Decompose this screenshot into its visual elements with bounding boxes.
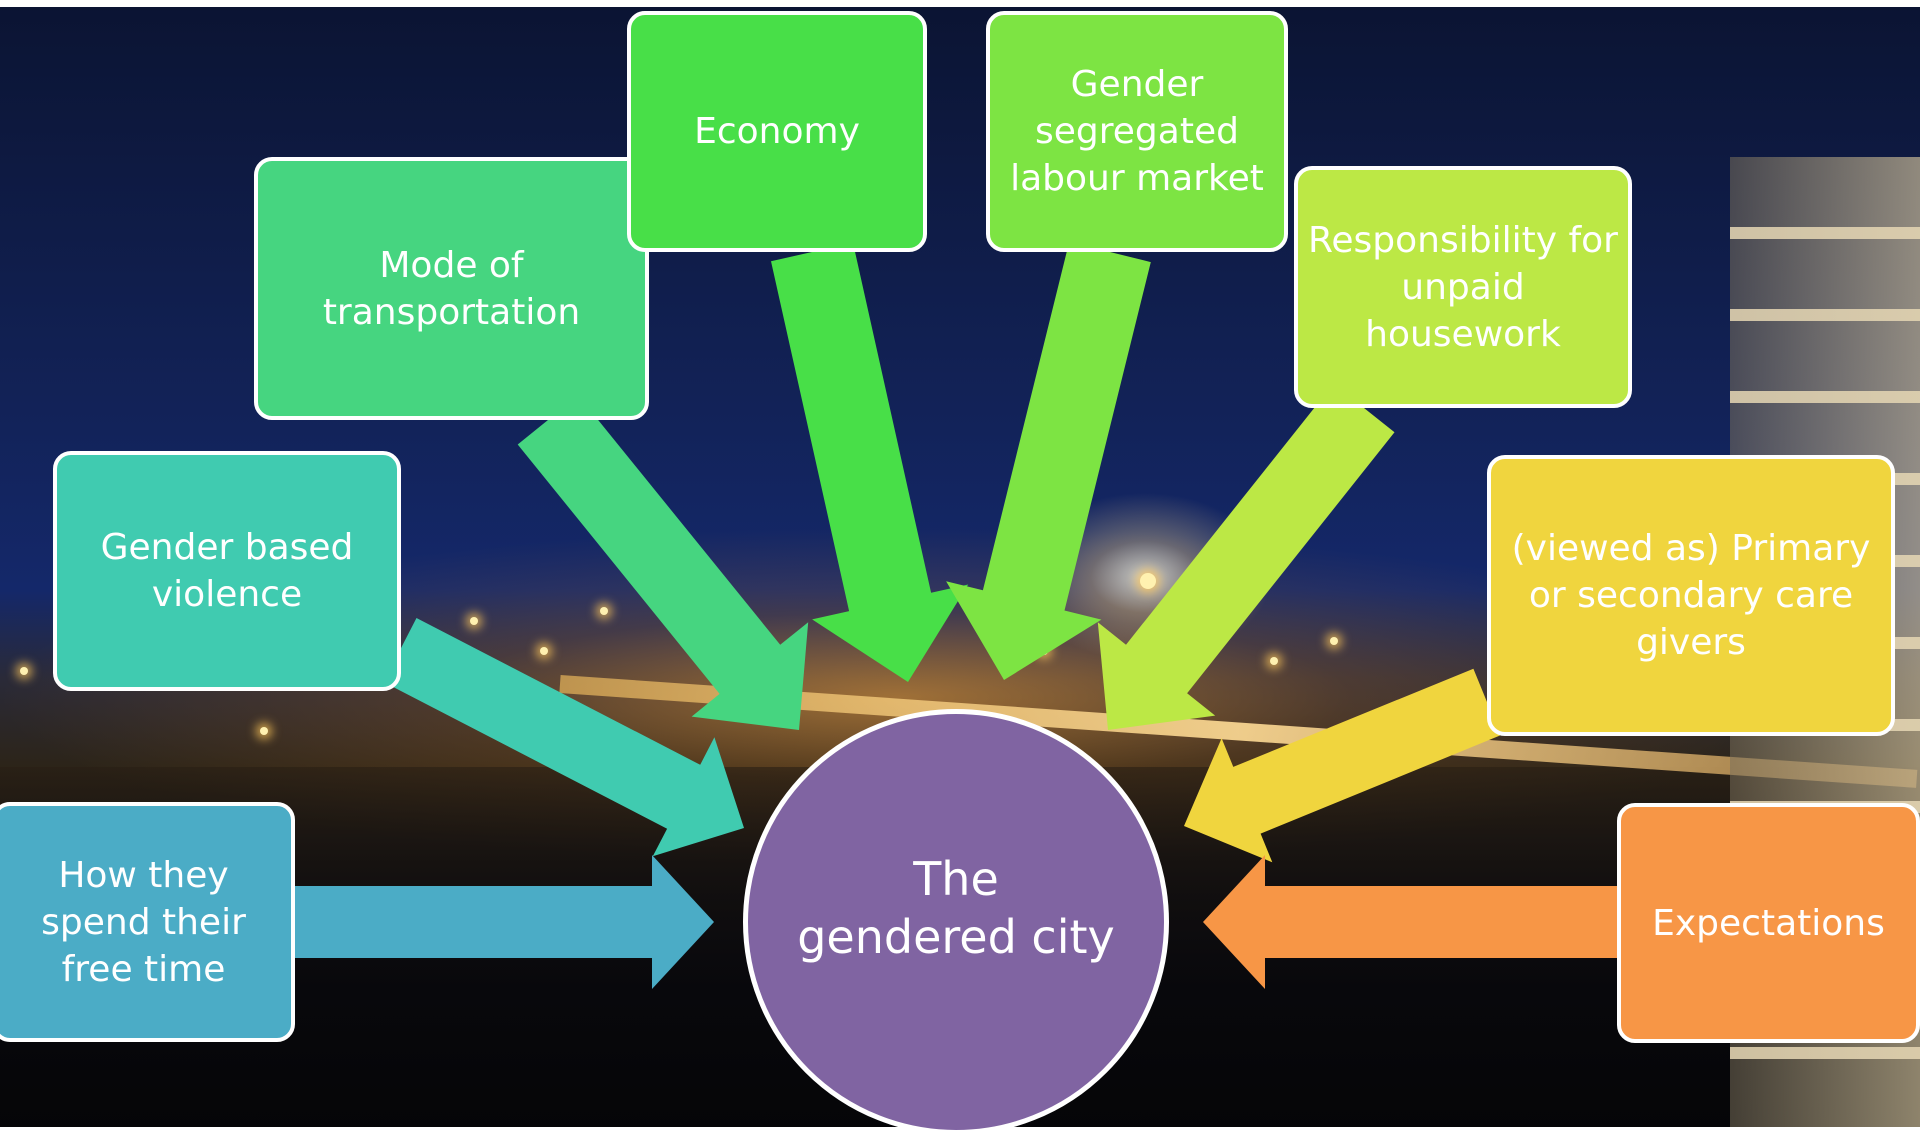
city-light [1330, 637, 1338, 645]
arrow-housework [1097, 383, 1395, 730]
arrow-labour [946, 241, 1151, 680]
city-light [20, 667, 28, 675]
node-economy: Economy [627, 11, 927, 252]
city-light [470, 617, 478, 625]
arrow-violence [383, 618, 744, 857]
arrow-transport [517, 395, 809, 730]
city-light [600, 607, 608, 615]
node-unpaid-housework-label: Responsibility for unpaid housework [1308, 219, 1618, 355]
node-expectations-label: Expectations [1652, 902, 1885, 944]
node-unpaid-housework: Responsibility for unpaid housework [1294, 166, 1632, 408]
city-light [260, 727, 268, 735]
city-light [540, 647, 548, 655]
node-care-givers-label: (viewed as) Primary or secondary care gi… [1511, 528, 1871, 663]
central-node-gendered-city: The gendered city [743, 709, 1169, 1134]
node-free-time-label: How they spend their free time [41, 854, 246, 990]
arrow-expectations [1203, 855, 1617, 989]
node-free-time: How they spend their free time [0, 802, 295, 1042]
node-mode-of-transportation-label: Mode of transportation [322, 244, 581, 333]
city-light [1270, 657, 1278, 665]
node-gender-segregated-labour-market: Gender segregated labour market [986, 11, 1288, 252]
node-care-givers: (viewed as) Primary or secondary care gi… [1487, 455, 1895, 736]
node-mode-of-transportation: Mode of transportation [254, 157, 649, 420]
city-light [1140, 573, 1156, 589]
node-expectations: Expectations [1617, 803, 1920, 1043]
node-gender-segregated-labour-market-label: Gender segregated labour market [1010, 64, 1264, 199]
node-gender-based-violence: Gender based violence [53, 451, 401, 691]
node-economy-label: Economy [694, 111, 860, 152]
central-node-label: The gendered city [797, 852, 1115, 964]
arrow-free-time [295, 855, 714, 989]
arrow-economy [771, 242, 969, 683]
node-gender-based-violence-label: Gender based violence [100, 527, 354, 615]
arrow-care [1184, 668, 1501, 863]
